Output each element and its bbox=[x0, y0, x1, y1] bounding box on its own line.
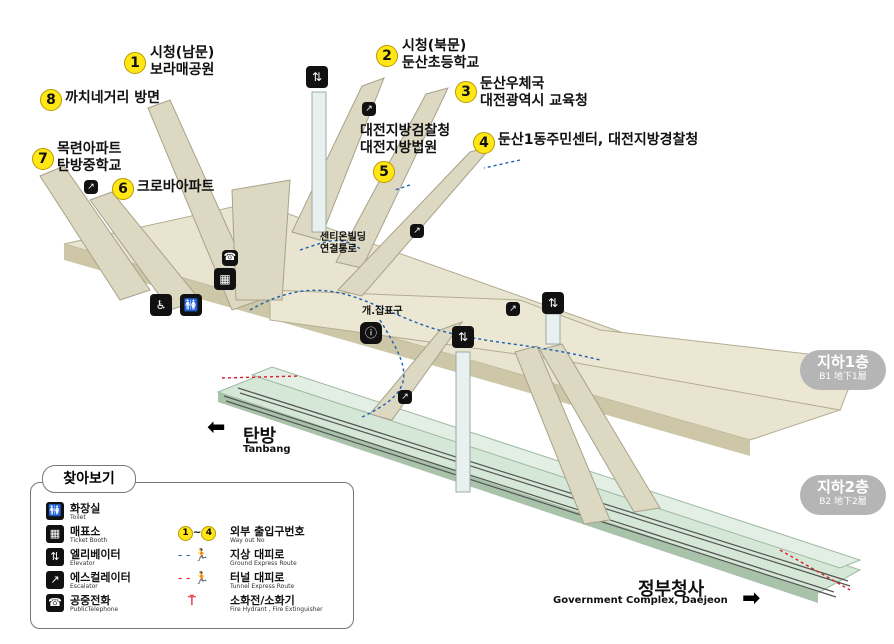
elevator-shaft-east bbox=[545, 313, 561, 345]
tunnel-express-route-icon: - - 🏃 bbox=[178, 571, 210, 585]
information-icon: ⓘ bbox=[360, 322, 382, 344]
exit-4-line1: 둔산1동주민센터, 대전지방경찰청 bbox=[498, 132, 699, 148]
elevator-icon: ⇅ bbox=[306, 66, 328, 88]
legend-item-tunnel-route: - - 🏃 터널 대피로 Tunnel Express Route bbox=[178, 569, 348, 593]
legend-telephone-label: 공중전화 bbox=[70, 594, 111, 607]
escalator-icon: ↗ bbox=[506, 302, 520, 316]
legend-title: 찾아보기 bbox=[42, 465, 136, 493]
exit-2-line1: 시청(북문) bbox=[402, 38, 467, 54]
elevator-shaft-north bbox=[311, 91, 327, 233]
floor-b2-label: 지하2층 bbox=[817, 478, 869, 496]
direction-east: 정부청사 bbox=[638, 579, 705, 600]
exit-1-line2: 보라매공원 bbox=[150, 62, 215, 78]
legend-escalator-label: 에스컬레이터 bbox=[70, 571, 131, 584]
direction-west-en: Tanbang bbox=[243, 444, 291, 455]
legend-ground-route-en: Ground Express Route bbox=[230, 560, 297, 567]
exit-7-badge: 7 bbox=[32, 148, 54, 170]
public-telephone-icon: ☎ bbox=[46, 594, 64, 612]
elevator-icon: ⇅ bbox=[542, 292, 564, 314]
exit-8-line1: 까치네거리 방면 bbox=[65, 90, 161, 106]
legend-item-way-out: 1~4 외부 출입구번호 Way out No bbox=[178, 523, 348, 547]
legend-way-out-label: 외부 출입구번호 bbox=[230, 525, 305, 538]
b2-platform-side bbox=[218, 392, 818, 603]
legend-toilet-en: Toilet bbox=[70, 514, 86, 521]
floor-b2-sublabel: B2 地下2層 bbox=[819, 497, 867, 507]
legend-item-ground-route: - - 🏃 지상 대피로 Ground Express Route bbox=[178, 546, 348, 570]
exit-1-badge: 1 bbox=[124, 52, 146, 74]
direction-west: 탄방 bbox=[243, 426, 277, 447]
ticket-booth-icon: ▦ bbox=[214, 268, 236, 290]
legend-toilet-label: 화장실 bbox=[70, 502, 101, 515]
east-arrow-icon: ➡ bbox=[742, 586, 761, 611]
exit-3-badge: 3 bbox=[455, 81, 477, 103]
legend-fire-en: Fire Hydrant , Fire Extinguisher bbox=[230, 606, 323, 613]
way-out-range-to: 4 bbox=[201, 526, 217, 541]
floor-badge-b2: 지하2층 B2 地下2層 bbox=[800, 475, 886, 515]
legend-tunnel-route-label: 터널 대피로 bbox=[230, 571, 285, 584]
fire-hydrant-icon: ⍑ bbox=[188, 594, 196, 609]
rail-tracks bbox=[223, 387, 851, 598]
tunnel-evacuation-routes bbox=[221, 375, 851, 591]
public-telephone-icon: ☎ bbox=[222, 250, 238, 266]
exit-7-line2: 탄방중학교 bbox=[57, 158, 122, 174]
toilet-icon: 🚻 bbox=[46, 502, 64, 520]
way-out-number-icon: 1~4 bbox=[178, 526, 217, 541]
legend-elevator-en: Elevator bbox=[70, 560, 95, 567]
west-arrow-icon: ⬅ bbox=[207, 415, 226, 440]
exit-8-badge: 8 bbox=[40, 89, 62, 111]
escalator-icon: ↗ bbox=[398, 390, 412, 404]
escalator-icon: ↗ bbox=[362, 102, 376, 116]
ticket-gate-label: 개.집표구 bbox=[362, 306, 403, 317]
legend-panel bbox=[30, 482, 354, 629]
exit-1-line1: 시청(남문) bbox=[150, 45, 215, 61]
legend-elevator-label: 엘리베이터 bbox=[70, 548, 121, 561]
ground-evacuation-routes bbox=[249, 159, 601, 419]
legend-telephone-en: PublicTelephone bbox=[70, 606, 119, 613]
exit-3-line1: 둔산우체국 bbox=[480, 76, 545, 92]
direction-east-en: Government Complex, Daejeon bbox=[553, 595, 728, 606]
exit-2-line2: 둔산초등학교 bbox=[402, 55, 480, 71]
exit-5-line1: 대전지방검찰청 bbox=[360, 123, 451, 139]
exit-7-line1: 목련아파트 bbox=[57, 141, 122, 157]
exit-2-badge: 2 bbox=[376, 45, 398, 67]
elevator-shaft-center bbox=[455, 351, 471, 493]
exit-stairs bbox=[39, 77, 661, 525]
escalator-icon: ↗ bbox=[410, 224, 424, 238]
elevator-icon: ⇅ bbox=[452, 326, 474, 348]
floor-badge-b1: 지하1층 B1 地下1層 bbox=[800, 350, 886, 390]
legend-ticket-booth-label: 매표소 bbox=[70, 525, 101, 538]
floor-b1-sublabel: B1 地下1層 bbox=[819, 372, 867, 382]
legend-tunnel-route-en: Tunnel Express Route bbox=[230, 583, 295, 590]
exit-5-line2: 대전지방법원 bbox=[360, 140, 438, 156]
exit-5-badge: 5 bbox=[373, 161, 395, 183]
ticket-booth-icon: ▦ bbox=[46, 525, 64, 543]
floor-b1-label: 지하1층 bbox=[817, 353, 869, 371]
toilet-icon: 🚻 bbox=[180, 294, 202, 316]
legend-ground-route-label: 지상 대피로 bbox=[230, 548, 285, 561]
legend-item-fire-hydrant: ⍑ 소화전/소화기 Fire Hydrant , Fire Extinguish… bbox=[178, 592, 348, 616]
legend-escalator-en: Escalator bbox=[70, 583, 98, 590]
connection-passage-label-1: 센티온빌딩 bbox=[320, 232, 366, 243]
legend-fire-label: 소화전/소화기 bbox=[230, 594, 295, 607]
way-out-range-from: 1 bbox=[178, 526, 193, 541]
exit-3-line2: 대전광역시 교육청 bbox=[480, 93, 588, 109]
exit-6-badge: 6 bbox=[112, 178, 134, 200]
exit-6-line1: 크로바아파트 bbox=[137, 179, 215, 195]
connection-passage-label-2: 연결통로 bbox=[320, 244, 357, 255]
escalator-icon: ↗ bbox=[84, 180, 98, 194]
ground-express-route-icon: - - 🏃 bbox=[178, 548, 210, 562]
legend-ticket-booth-en: Ticket Booth bbox=[70, 537, 108, 544]
elevator-icon: ⇅ bbox=[46, 548, 64, 566]
legend-way-out-en: Way out No bbox=[230, 537, 265, 544]
exit-4-badge: 4 bbox=[473, 132, 495, 154]
escalator-icon: ↗ bbox=[46, 571, 64, 589]
accessible-toilet-icon: ♿ bbox=[150, 294, 172, 316]
way-out-range-sep: ~ bbox=[193, 527, 202, 538]
